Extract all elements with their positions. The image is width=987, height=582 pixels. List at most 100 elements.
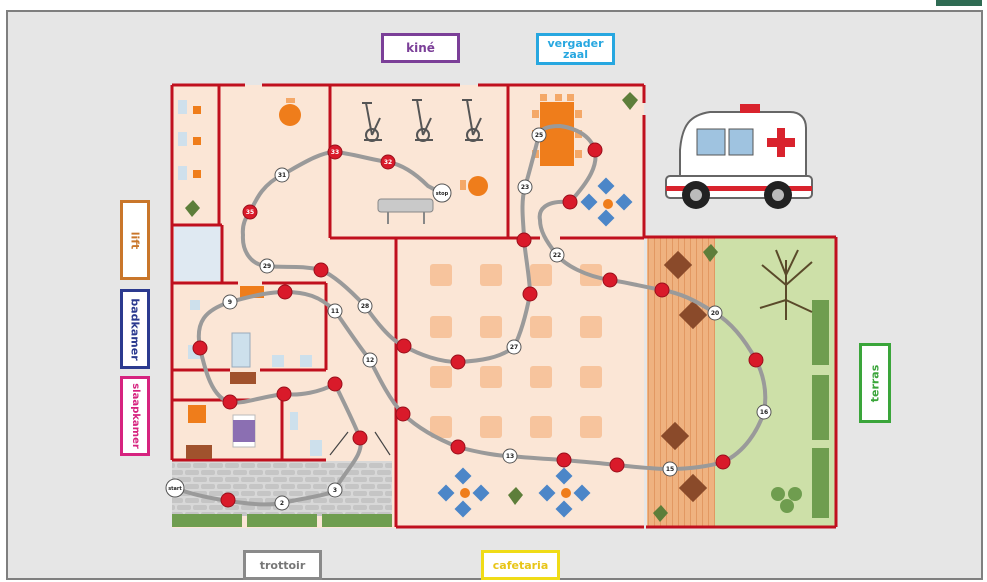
bush-icon xyxy=(771,487,802,513)
number-marker[interactable] xyxy=(506,339,522,355)
label-badkamer[interactable]: badkamer xyxy=(120,289,150,369)
number-marker[interactable] xyxy=(259,258,275,274)
label-cafetaria[interactable]: cafetaria xyxy=(481,550,560,580)
red-marker[interactable] xyxy=(715,454,731,470)
chair-icon xyxy=(193,106,201,178)
label-lift[interactable]: lift xyxy=(120,200,150,280)
red-marker[interactable] xyxy=(192,340,208,356)
corner-tab xyxy=(936,0,982,6)
terrace-tables xyxy=(660,250,708,503)
start-text: start xyxy=(168,486,182,492)
number-marker[interactable] xyxy=(357,298,373,314)
red-marker[interactable] xyxy=(222,394,238,410)
terrace-hedge-1 xyxy=(812,300,829,365)
label-trottoir[interactable]: trottoir xyxy=(243,550,322,580)
exercise-bike-icon xyxy=(412,99,433,142)
label-kine[interactable]: kiné xyxy=(381,33,460,63)
red-marker[interactable] xyxy=(395,406,411,422)
number-marker[interactable] xyxy=(531,127,547,143)
door-swings xyxy=(329,431,391,456)
number-marker-label: 32 xyxy=(384,159,392,166)
red-marker[interactable] xyxy=(562,194,578,210)
label-trottoir-text: trottoir xyxy=(259,558,306,572)
exercise-bike-icon xyxy=(462,99,483,142)
red-marker[interactable] xyxy=(380,154,396,170)
number-marker[interactable] xyxy=(327,303,343,319)
number-marker[interactable] xyxy=(274,495,290,511)
number-marker-label: 13 xyxy=(506,453,514,460)
red-marker[interactable] xyxy=(277,284,293,300)
number-marker-label: 9 xyxy=(228,299,232,306)
red-marker[interactable] xyxy=(609,457,625,473)
number-marker[interactable] xyxy=(502,448,518,464)
red-marker[interactable] xyxy=(748,352,764,368)
number-marker-label: 22 xyxy=(553,252,561,259)
walls xyxy=(170,83,838,529)
hedge-2 xyxy=(247,514,317,527)
stop-marker[interactable]: stop xyxy=(432,183,452,203)
red-marker[interactable] xyxy=(450,354,466,370)
number-marker[interactable] xyxy=(549,247,565,263)
number-marker-label: 11 xyxy=(331,308,339,315)
number-marker[interactable] xyxy=(756,404,772,420)
cafetaria-tables xyxy=(430,264,602,438)
number-marker-label: 15 xyxy=(666,466,674,473)
hedge-3 xyxy=(322,514,392,527)
red-marker[interactable] xyxy=(602,272,618,288)
label-slaapkamer[interactable]: slaapkamer xyxy=(120,376,150,456)
blue-table-icon xyxy=(437,467,490,518)
red-marker[interactable] xyxy=(352,430,368,446)
bathroom-fixtures xyxy=(188,286,312,384)
table-icon xyxy=(279,98,301,126)
number-marker[interactable] xyxy=(517,179,533,195)
red-marker[interactable] xyxy=(327,376,343,392)
label-kine-text: kiné xyxy=(406,41,435,55)
label-vergaderzaal-line1: vergader xyxy=(547,37,604,50)
label-vergaderzaal[interactable]: vergader zaal xyxy=(536,33,615,65)
number-marker[interactable] xyxy=(327,482,343,498)
red-marker[interactable] xyxy=(516,232,532,248)
terrace-hedge-3 xyxy=(812,448,829,518)
red-marker[interactable] xyxy=(654,282,670,298)
red-marker[interactable] xyxy=(220,492,236,508)
red-marker[interactable] xyxy=(556,452,572,468)
number-marker[interactable] xyxy=(222,294,238,310)
exercise-bike-icon xyxy=(362,102,382,142)
start-marker[interactable]: start xyxy=(165,478,185,498)
plant-icon xyxy=(185,92,718,522)
red-marker[interactable] xyxy=(242,204,258,220)
red-marker[interactable] xyxy=(396,338,412,354)
label-terras[interactable]: terras xyxy=(859,343,891,423)
number-marker[interactable] xyxy=(662,461,678,477)
red-marker[interactable] xyxy=(587,142,603,158)
ambulance-icon xyxy=(665,104,813,209)
number-marker[interactable] xyxy=(362,352,378,368)
number-marker-label: 27 xyxy=(510,344,518,351)
number-marker-label: 23 xyxy=(521,184,529,191)
bedroom-furniture xyxy=(186,405,322,459)
label-cafetaria-text: cafetaria xyxy=(492,558,549,572)
number-marker-label: 3 xyxy=(333,487,337,494)
red-marker[interactable] xyxy=(276,386,292,402)
number-marker[interactable] xyxy=(274,167,290,183)
number-marker-label: 12 xyxy=(366,357,374,364)
terrace-hedge-2 xyxy=(812,375,829,440)
red-marker[interactable] xyxy=(327,144,343,160)
red-marker[interactable] xyxy=(522,286,538,302)
number-marker-label: 29 xyxy=(263,263,271,270)
number-marker-label: 16 xyxy=(760,409,768,416)
blue-table-icon xyxy=(580,177,633,227)
blue-table-icon xyxy=(538,467,591,518)
floor-lift xyxy=(174,226,222,281)
number-marker-label: 35 xyxy=(246,209,254,216)
red-marker[interactable] xyxy=(450,439,466,455)
red-marker[interactable] xyxy=(313,262,329,278)
stop-text: stop xyxy=(436,191,449,197)
hedge-1 xyxy=(172,514,242,527)
number-marker-label: 33 xyxy=(331,149,339,156)
number-marker-label: 31 xyxy=(278,172,286,179)
number-marker[interactable] xyxy=(707,305,723,321)
